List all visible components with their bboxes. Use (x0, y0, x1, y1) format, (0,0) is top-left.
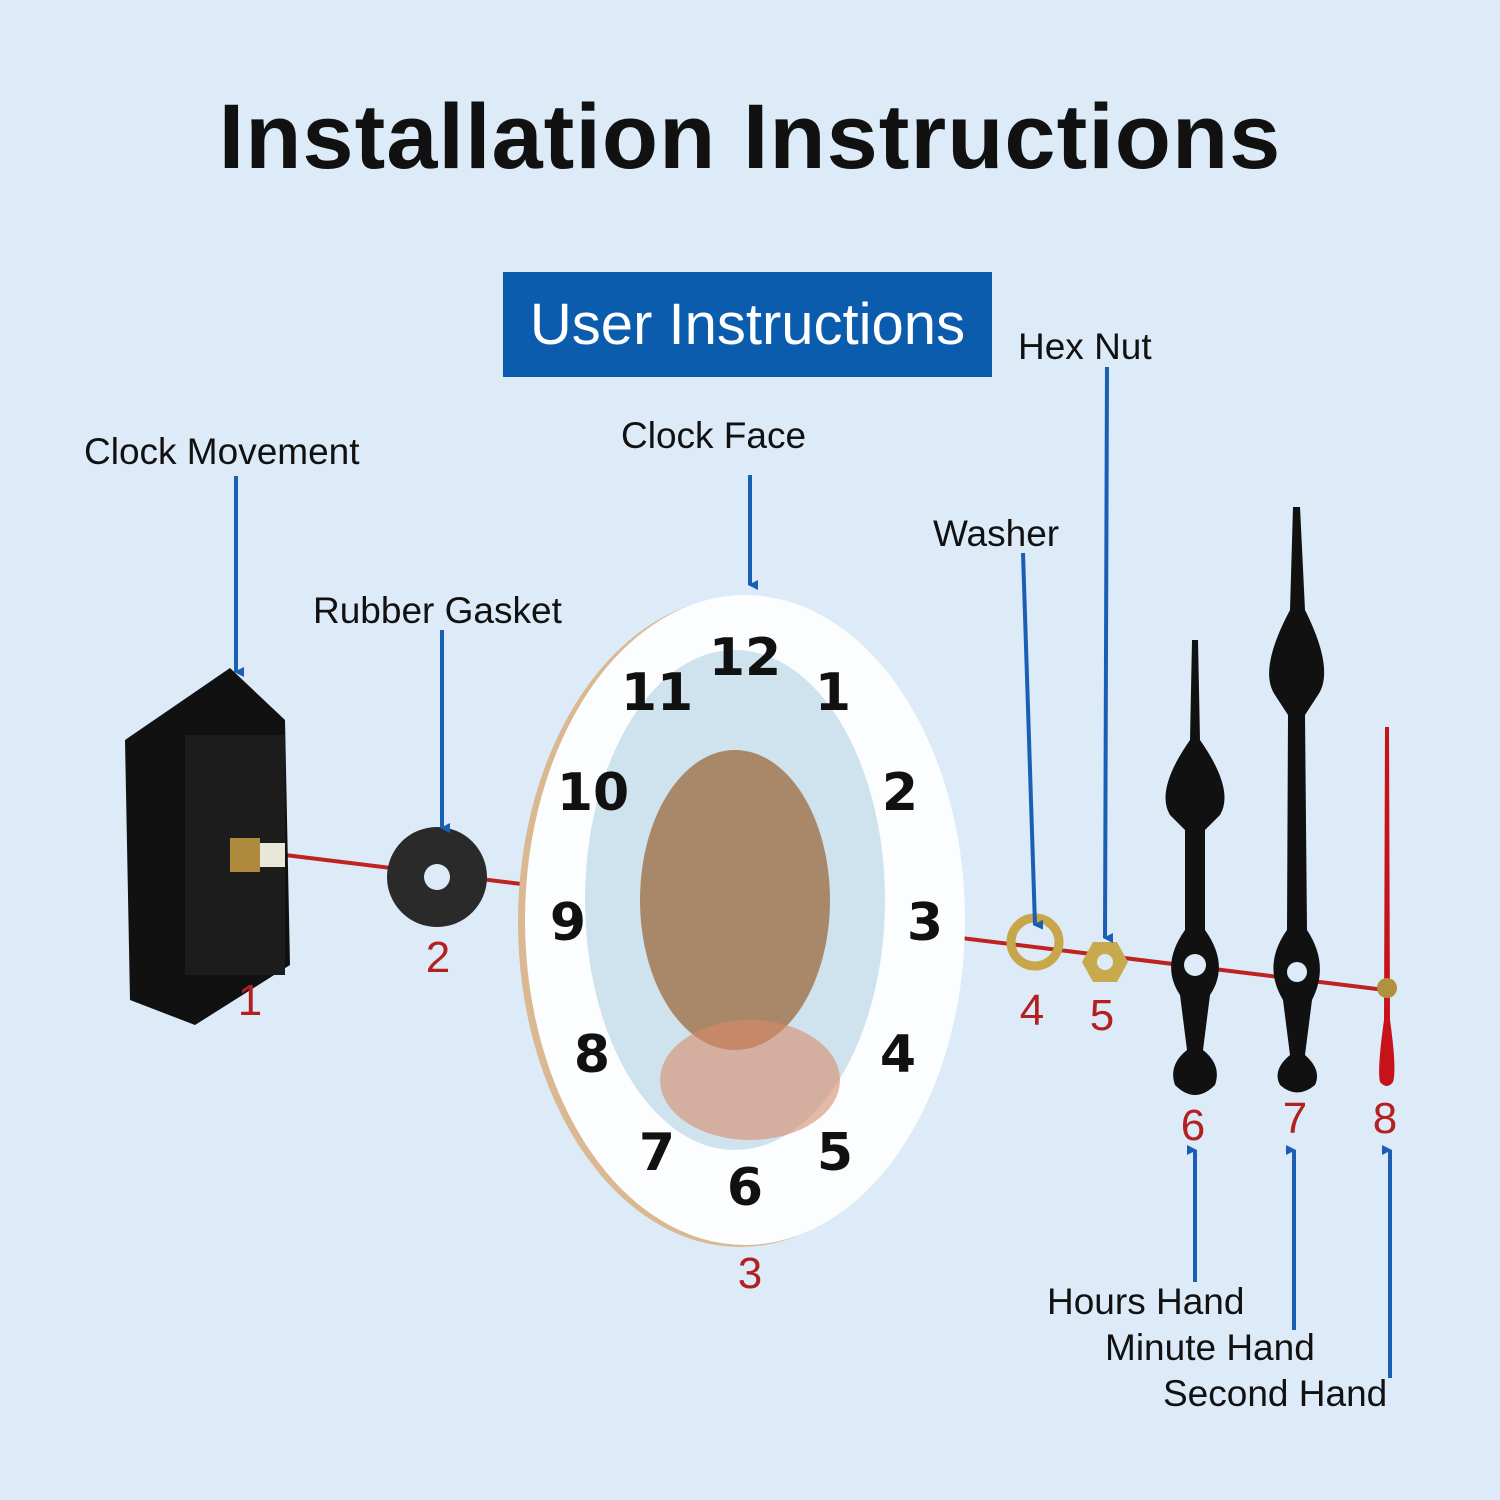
dial-numeral: 1 (815, 663, 851, 723)
label-washer: Washer (933, 513, 1059, 554)
label-rubber-gasket: Rubber Gasket (313, 590, 563, 631)
part-number: 4 (1020, 986, 1044, 1035)
part-number: 6 (1181, 1101, 1205, 1150)
part-number: 2 (426, 933, 450, 982)
dial-numeral: 8 (574, 1025, 610, 1085)
minute-hand (1269, 507, 1325, 1093)
second-hand (1379, 727, 1395, 1086)
dial-numeral: 7 (639, 1123, 675, 1183)
clock-face: 12 1 2 3 4 5 6 7 8 9 10 11 (518, 595, 965, 1247)
page-title: Installation Instructions (218, 86, 1282, 188)
label-hex-nut: Hex Nut (1018, 326, 1152, 367)
part-number: 3 (738, 1249, 762, 1298)
dial-numeral: 10 (557, 763, 629, 823)
dial-numeral: 5 (817, 1123, 853, 1183)
rubber-gasket (387, 827, 487, 927)
dial-numeral: 9 (550, 893, 586, 953)
hours-hand (1165, 640, 1225, 1095)
dial-numeral: 6 (727, 1158, 763, 1218)
dial-numeral: 12 (709, 628, 781, 688)
clock-movement (125, 668, 290, 1025)
part-number: 8 (1373, 1094, 1397, 1143)
dial-numeral: 3 (907, 893, 943, 953)
turtle-illustration (640, 750, 830, 1050)
part-number: 7 (1283, 1094, 1307, 1143)
label-hours-hand: Hours Hand (1047, 1281, 1244, 1322)
dial-numeral: 2 (882, 763, 918, 823)
label-minute-hand: Minute Hand (1105, 1327, 1315, 1368)
arrow-hex-nut (1103, 366, 1114, 944)
dial-numeral: 11 (621, 663, 693, 723)
part-number: 1 (238, 976, 262, 1025)
washer (1006, 913, 1064, 971)
user-instructions-badge: User Instructions (503, 272, 992, 377)
part-number: 5 (1090, 991, 1114, 1040)
arrow-washer (1021, 552, 1044, 930)
label-clock-movement: Clock Movement (84, 431, 360, 472)
label-clock-face: Clock Face (621, 415, 806, 456)
dial-numeral: 4 (880, 1025, 916, 1085)
label-second-hand: Second Hand (1163, 1373, 1387, 1414)
